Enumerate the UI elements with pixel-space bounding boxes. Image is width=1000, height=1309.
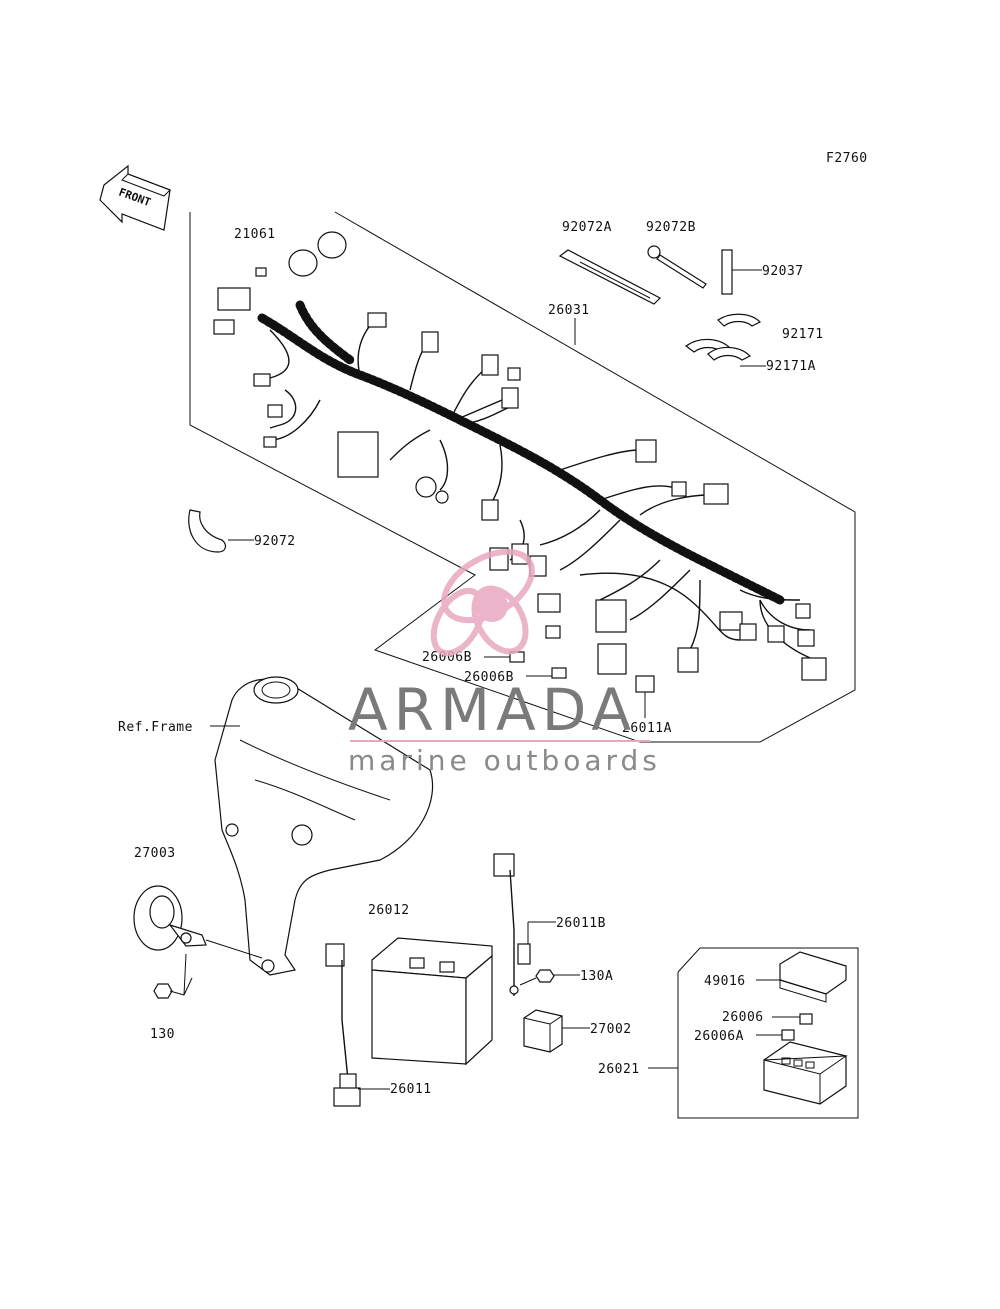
part-130-bolt bbox=[153, 953, 193, 999]
label-92037: 92037 bbox=[762, 264, 804, 279]
part-130A-nut bbox=[519, 969, 555, 986]
main-wiring-harness bbox=[213, 231, 827, 681]
part-92171-clamp bbox=[717, 313, 762, 327]
label-27002: 27002 bbox=[590, 1022, 632, 1037]
label-92072: 92072 bbox=[254, 534, 296, 549]
label-26021: 26021 bbox=[598, 1062, 640, 1077]
label-130: 130 bbox=[150, 1027, 175, 1042]
part-92171A-clamp bbox=[684, 338, 766, 367]
label-21061: 21061 bbox=[234, 227, 276, 242]
part-92072-band bbox=[188, 509, 254, 553]
label-92072B: 92072B bbox=[646, 220, 696, 235]
label-92171A: 92171A bbox=[766, 359, 816, 374]
fuse-box-group-box bbox=[677, 947, 859, 1119]
watermark-tagline: marine outboards bbox=[348, 744, 661, 777]
part-21061-fuse bbox=[255, 267, 267, 277]
part-26011B-cable bbox=[493, 853, 531, 996]
part-26011-cable bbox=[325, 943, 361, 1107]
part-26012-battery bbox=[371, 937, 493, 1066]
part-92072B-cable-tie bbox=[647, 245, 707, 289]
label-26012: 26012 bbox=[368, 903, 410, 918]
reference-frame bbox=[214, 676, 434, 976]
label-26006: 26006 bbox=[722, 1010, 764, 1025]
watermark-rule bbox=[350, 740, 650, 742]
label-92072A: 92072A bbox=[562, 220, 612, 235]
label-92171: 92171 bbox=[782, 327, 824, 342]
part-27002-relay bbox=[523, 1009, 563, 1053]
propeller-logo-icon bbox=[430, 548, 535, 657]
label-130A: 130A bbox=[580, 969, 613, 984]
armada-watermark: ARMADA marine outboards bbox=[348, 548, 661, 777]
label-26006B-1: 26006B bbox=[422, 650, 472, 665]
watermark-brand: ARMADA bbox=[348, 676, 637, 744]
label-49016: 49016 bbox=[704, 974, 746, 989]
label-26011B: 26011B bbox=[556, 916, 606, 931]
label-26006B-2: 26006B bbox=[464, 670, 514, 685]
label-ref-frame: Ref.Frame bbox=[118, 720, 193, 735]
label-26011: 26011 bbox=[390, 1082, 432, 1097]
part-92072A-cable-tie bbox=[558, 249, 662, 305]
label-27003: 27003 bbox=[134, 846, 176, 861]
label-26031: 26031 bbox=[548, 303, 590, 318]
part-26006-fuse bbox=[799, 1013, 813, 1025]
figure-code: F2760 bbox=[826, 151, 868, 166]
part-26021-fuse-box bbox=[763, 1041, 848, 1105]
part-49016-fuse-cover bbox=[779, 951, 847, 1003]
part-27003-horn bbox=[133, 885, 207, 951]
label-26011A: 26011A bbox=[622, 721, 672, 736]
part-26011A-connector bbox=[635, 675, 655, 693]
part-26006A-fuse bbox=[781, 1029, 795, 1041]
label-26006A: 26006A bbox=[694, 1029, 744, 1044]
part-92037-clamp bbox=[721, 249, 762, 295]
front-arrow-icon: FRONT bbox=[99, 164, 171, 231]
part-26006B-fuse-2 bbox=[551, 667, 567, 679]
